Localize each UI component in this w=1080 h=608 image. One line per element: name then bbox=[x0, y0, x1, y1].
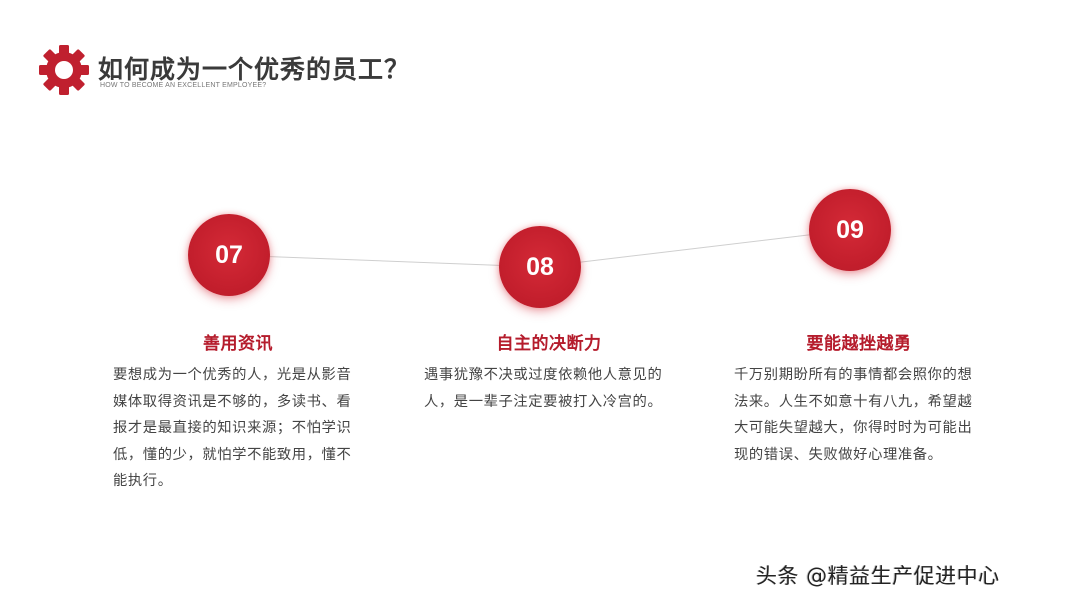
page-title: 如何成为一个优秀的员工？ bbox=[98, 55, 411, 84]
step-heading: 善用资讯 bbox=[203, 334, 273, 354]
step-badge-09: 09 bbox=[809, 189, 891, 271]
step-description: 千万别期盼所有的事情都会照你的想法来。人生不如意十有八九，希望越大可能失望越大，… bbox=[734, 367, 973, 463]
watermark: 头条 @精益生产促进中心 bbox=[756, 564, 1000, 588]
step-badge-07: 07 bbox=[188, 214, 270, 296]
page-subtitle: HOW TO BECOME AN EXCELLENT EMPLOYEE? bbox=[100, 82, 267, 89]
step-description: 遇事犹豫不决或过度依赖他人意见的人，是一辈子注定要被打入冷宫的。 bbox=[424, 367, 663, 410]
step-08-section: 自主的决断力 遇事犹豫不决或过度依赖他人意见的人，是一辈子注定要被打入冷宫的。 bbox=[424, 329, 674, 415]
step-07-section: 善用资讯 要想成为一个优秀的人，光是从影音媒体取得资讯是不够的，多读书、看报才是… bbox=[113, 329, 363, 495]
step-badge-08: 08 bbox=[499, 226, 581, 308]
step-heading: 自主的决断力 bbox=[496, 334, 602, 354]
step-heading: 要能越挫越勇 bbox=[806, 334, 912, 354]
gear-icon bbox=[39, 45, 89, 95]
step-09-section: 要能越挫越勇 千万别期盼所有的事情都会照你的想法来。人生不如意十有八九，希望越大… bbox=[734, 329, 984, 468]
step-description: 要想成为一个优秀的人，光是从影音媒体取得资讯是不够的，多读书、看报才是最直接的知… bbox=[113, 367, 352, 489]
